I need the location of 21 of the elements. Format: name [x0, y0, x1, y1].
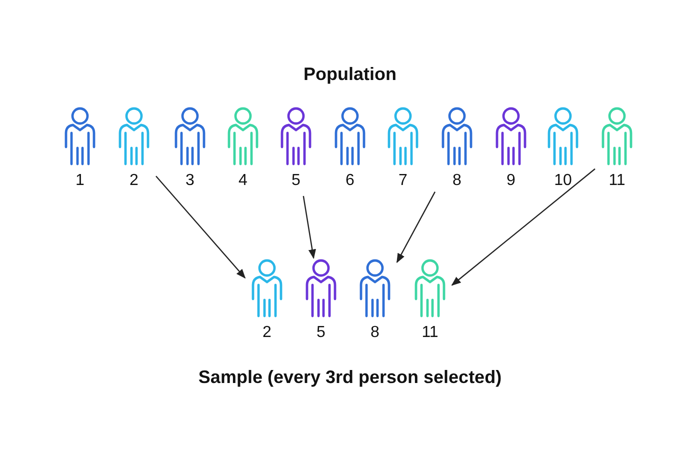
person-number: 1	[76, 172, 84, 190]
caption: Sample (every 3rd person selected)	[198, 367, 502, 388]
person-number: 3	[186, 172, 194, 190]
person-number: 5	[316, 324, 326, 342]
person-number: 8	[452, 172, 462, 190]
person-number: 2	[130, 172, 138, 190]
person-number: 6	[346, 172, 354, 190]
person-number: 10	[554, 172, 572, 190]
arrow	[451, 168, 596, 286]
person-number: 11	[608, 172, 626, 190]
person-number: 4	[238, 172, 248, 190]
person-number: 7	[398, 172, 408, 190]
title: Population	[304, 64, 396, 85]
arrow	[156, 176, 246, 279]
person-number: 5	[292, 172, 300, 190]
arrow	[302, 196, 316, 259]
person-number: 9	[506, 172, 516, 190]
person-number: 8	[370, 324, 380, 342]
arrow	[396, 192, 436, 264]
person-number: 2	[262, 324, 272, 342]
person-number: 11	[422, 324, 438, 342]
